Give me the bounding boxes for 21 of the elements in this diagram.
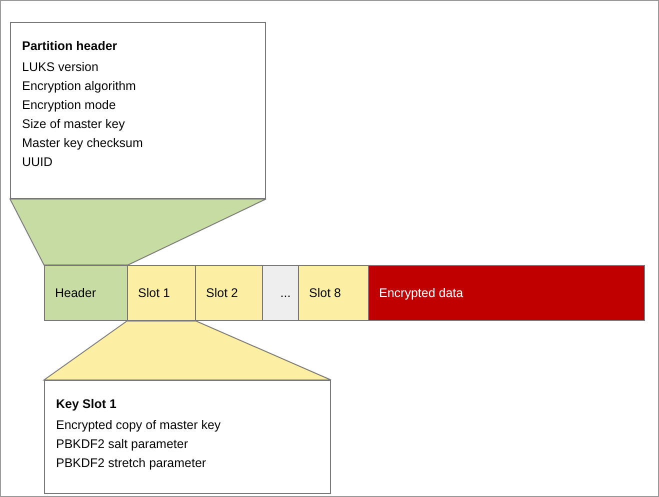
field-name: LUKS version [22, 59, 100, 76]
slot-segment: Slot 8 [298, 265, 369, 321]
field-name: PBKDF2 salt parameter [56, 436, 189, 453]
gap-segment: ... [262, 265, 299, 321]
callout-heading: Key Slot 1 [56, 396, 118, 413]
field-name: UUID [22, 154, 54, 171]
field-name: PBKDF2 stretch parameter [56, 455, 208, 472]
field-name: Encrypted copy of master key [56, 417, 222, 434]
callout-box [10, 22, 266, 199]
slot-segment: Slot 2 [195, 265, 263, 321]
data-segment: Encrypted data [368, 265, 645, 321]
header-segment: Header [44, 265, 128, 321]
field-name: Size of master key [22, 116, 126, 133]
field-name: Master key checksum [22, 135, 144, 152]
field-name: Encryption algorithm [22, 78, 137, 95]
field-name: Encryption mode [22, 97, 117, 114]
zoom-connector [42, 320, 332, 380]
callout-box [44, 380, 331, 494]
slot-segment: Slot 1 [127, 265, 196, 321]
zoom-connector [9, 198, 266, 266]
callout-heading: Partition header [22, 38, 118, 55]
